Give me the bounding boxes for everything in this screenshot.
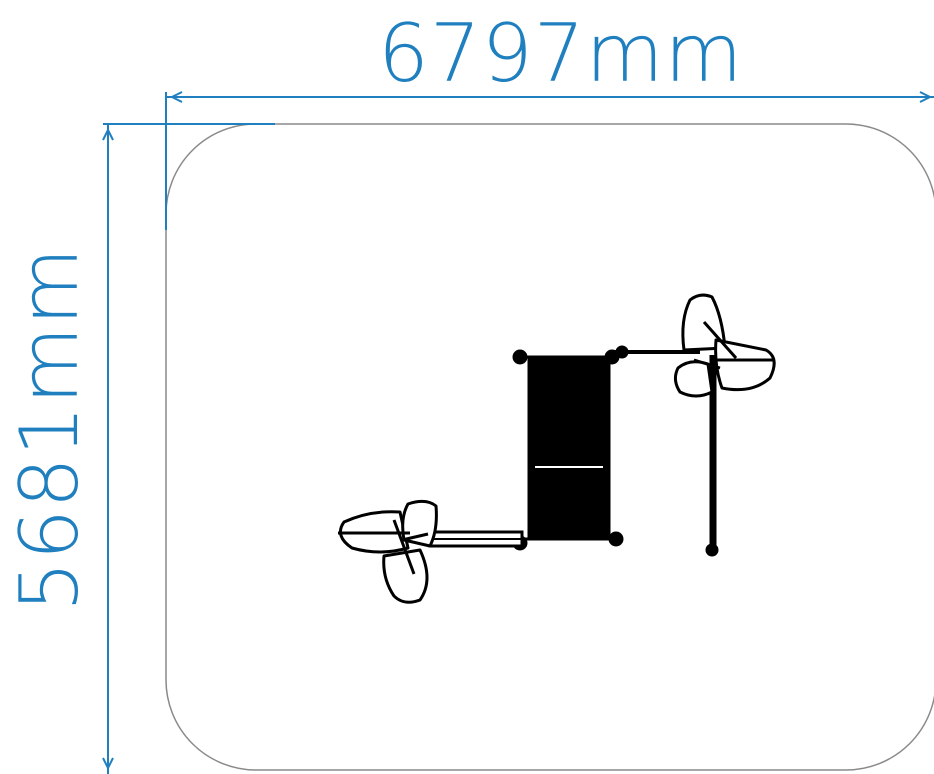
upper-seat-cluster	[673, 293, 776, 398]
safety-zone-outline	[165, 123, 934, 771]
width-dimension	[165, 91, 934, 230]
width-dimension-label: 6797mm	[378, 7, 744, 100]
lower-seat-cluster	[338, 499, 438, 604]
lower-left-structure	[428, 530, 524, 548]
height-dimension-label: 5681mm	[3, 246, 96, 612]
climbing-panel	[512, 349, 624, 551]
height-arrow-top	[102, 127, 114, 141]
height-arrow-bottom	[102, 757, 114, 771]
height-dimension	[102, 123, 275, 774]
width-arrow-right	[919, 91, 933, 103]
width-arrow-left	[169, 91, 183, 103]
upper-right-structure	[612, 345, 719, 557]
